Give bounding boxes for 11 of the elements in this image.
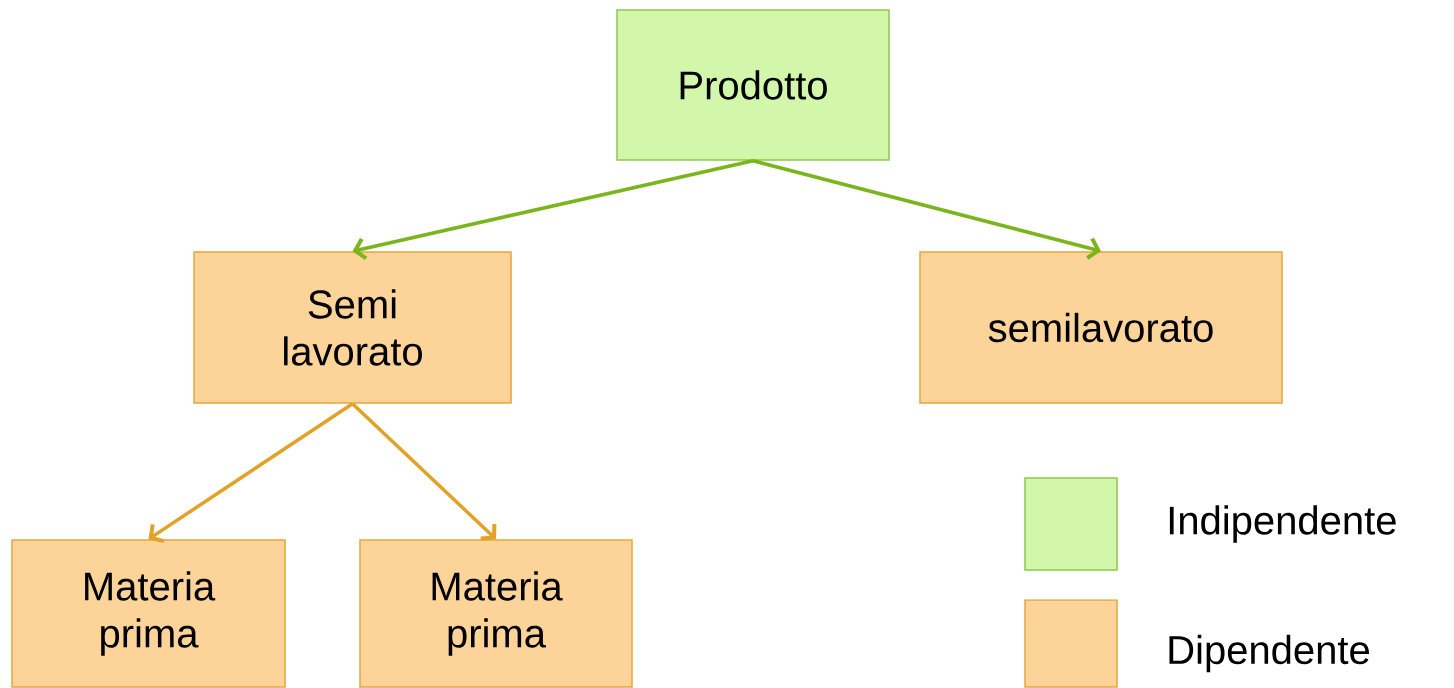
process-box: Prodotto	[616, 9, 890, 161]
process-box: semilavorato	[919, 251, 1283, 404]
process-box: Materia prima	[11, 539, 286, 688]
arrow	[351, 402, 497, 541]
arrow	[352, 159, 754, 261]
arrow	[148, 402, 354, 544]
arrow	[752, 159, 1101, 260]
legend-label: Dipendente	[1169, 634, 1369, 673]
process-box: Semi lavorato	[193, 251, 512, 404]
legend-label: Indipendente	[1169, 505, 1396, 543]
process-box: Materia prima	[359, 539, 633, 688]
